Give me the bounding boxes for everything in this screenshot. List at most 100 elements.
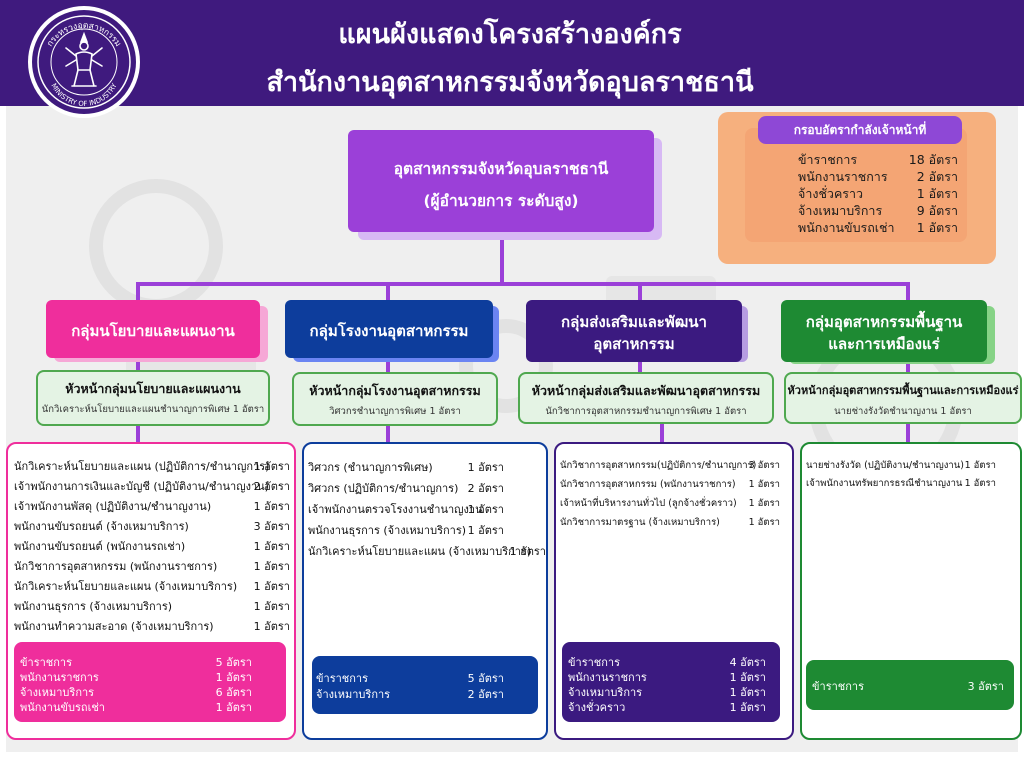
- staff-row: เจ้าหน้าที่บริหารงานทั่วไป (ลูกจ้างชั่วค…: [560, 496, 780, 512]
- staff-row: เจ้าพนักงานพัสดุ (ปฏิบัติงาน/ชำนาญงาน) 1 …: [14, 497, 290, 513]
- staff-count: 1 อัตรา: [467, 524, 504, 537]
- division-label: กลุ่มอุตสาหกรรมพื้นฐาน: [805, 313, 963, 331]
- summary-label: ข้าราชการ: [20, 656, 72, 669]
- staff-position: วิศวกร (ชำนาญการพิเศษ): [308, 461, 433, 474]
- staff-position: พนักงานธุรการ (จ้างเหมาบริการ): [14, 600, 173, 613]
- staff-count: 2 อัตรา: [253, 480, 290, 493]
- quota-row: จ้างเหมาบริการ 9 อัตรา: [798, 201, 958, 219]
- staff-row: นักวิชาการอุตสาหกรรม (พนักงานราชการ)1 อั…: [560, 477, 780, 493]
- quota-label: ข้าราชการ: [798, 152, 858, 167]
- connector-chief-staff: [386, 426, 390, 444]
- staff-row: นักวิชาการอุตสาหกรรม(ปฏิบัติการ/ชำนาญการ…: [560, 458, 780, 474]
- connector-chief-staff: [136, 426, 140, 444]
- chief-title: หัวหน้ากลุ่มอุตสาหกรรมพื้นฐานและการเหมือ…: [787, 384, 1019, 397]
- staff-count: 3 อัตรา: [748, 460, 780, 471]
- summary-row: พนักงานขับรถเช่า 1 อัตรา: [20, 698, 252, 714]
- chief-title: หัวหน้ากลุ่มโรงงานอุตสาหกรรม: [309, 383, 481, 398]
- staff-position: นักวิชาการมาตรฐาน (จ้างเหมาบริการ): [560, 517, 720, 528]
- staff-count: 1 อัตรา: [253, 560, 290, 573]
- staff-row: พนักงานธุรการ (จ้างเหมาบริการ)1 อัตรา: [308, 521, 538, 537]
- summary-value: 1 อัตรา: [215, 701, 252, 714]
- connector-drop: [906, 282, 910, 304]
- summary-label: พนักงานขับรถเช่า: [20, 701, 105, 714]
- staff-quota-list: [745, 128, 967, 242]
- staff-row: นักวิชาการมาตรฐาน (จ้างเหมาบริการ) 1 อัตร…: [560, 515, 780, 531]
- staff-row: เจ้าพนักงานการเงินและบัญชี (ปฏิบัติงาน/ช…: [14, 477, 290, 493]
- chief-position: นักวิชาการอุตสาหกรรมชำนาญการพิเศษ 1 อัตร…: [545, 406, 747, 417]
- connector-division-chief: [136, 358, 140, 372]
- summary-value: 6 อัตรา: [215, 686, 252, 699]
- division-policy-planning: กลุ่มนโยบายและแผนงาน: [46, 300, 260, 358]
- staff-position: วิศวกร (ปฏิบัติการ/ชำนาญการ): [308, 482, 459, 495]
- connector-horizontal-bus: [136, 282, 910, 286]
- staff-row: วิศวกร (ปฏิบัติการ/ชำนาญการ)2 อัตรา: [308, 479, 538, 495]
- staff-count: 1 อัตรา: [467, 503, 504, 516]
- provincial-industry-head-node: อุตสาหกรรมจังหวัดอุบลราชธานี (ผู้อำนวยกา…: [348, 130, 654, 232]
- staff-position: นายช่างรังวัด (ปฏิบัติงาน/ชำนาญงาน): [806, 460, 964, 471]
- division-factory: กลุ่มโรงงานอุตสาหกรรม: [285, 300, 493, 358]
- connector-division-chief: [386, 358, 390, 372]
- staff-row: พนักงานขับรถยนต์ (พนักงานรถเช่า) 1 อัตรา: [14, 537, 290, 553]
- summary-box-factory: [312, 656, 538, 714]
- quota-value: 2 อัตรา: [916, 169, 958, 184]
- connector-division-chief: [638, 358, 642, 372]
- summary-value: 2 อัตรา: [467, 688, 504, 701]
- quota-label: จ้างเหมาบริการ: [798, 203, 883, 218]
- staff-position: พนักงานขับรถยนต์ (พนักงานรถเช่า): [14, 540, 186, 553]
- staff-count: 1 อัตรา: [253, 620, 290, 633]
- division-label: อุตสาหกรรม: [593, 335, 675, 353]
- staff-count: 1 อัตรา: [748, 517, 780, 528]
- staff-position: เจ้าหน้าที่บริหารงานทั่วไป (ลูกจ้างชั่วค…: [560, 498, 737, 509]
- summary-box-policy: [14, 642, 286, 722]
- staff-position: เจ้าพนักงานพัสดุ (ปฏิบัติงาน/ชำนาญงาน): [14, 500, 212, 513]
- quota-row: จ้างชั่วคราว 1 อัตรา: [798, 184, 958, 202]
- page-title-line2: สำนักงานอุตสาหกรรมจังหวัดอุบลราชธานี: [266, 67, 754, 98]
- page-title-line1: แผนผังแสดงโครงสร้างองค์กร: [338, 19, 682, 50]
- summary-value: 5 อัตรา: [467, 672, 504, 685]
- staff-count: 1 อัตรา: [467, 461, 504, 474]
- division-chief-box: หัวหน้ากลุ่มส่งเสริมและพัฒนาอุตสาหกรรม น…: [518, 372, 774, 424]
- connector-chief-staff: [660, 424, 664, 444]
- staff-position: นักวิชาการอุตสาหกรรม(ปฏิบัติการ/ชำนาญการ…: [560, 460, 757, 471]
- quota-label: พนักงานขับรถเช่า: [798, 220, 895, 235]
- staff-count: 1 อัตรา: [253, 500, 290, 513]
- staff-count: 1 อัตรา: [253, 540, 290, 553]
- staff-row: พนักงานทำความสะอาด (จ้างเหมาบริการ)1 อัต…: [14, 617, 290, 633]
- quota-row: ข้าราชการ 18 อัตรา: [798, 150, 958, 168]
- division-chief-box: หัวหน้ากลุ่มนโยบายและแผนงาน นักวิเคราะห์…: [36, 370, 270, 426]
- staff-row: นักวิชาการอุตสาหกรรม (พนักงานราชการ) 1 อั…: [14, 557, 290, 573]
- staff-position: นักวิชาการอุตสาหกรรม (พนักงานราชการ): [14, 560, 218, 573]
- summary-label: จ้างเหมาบริการ: [20, 686, 95, 699]
- division-basic-industry-mining: กลุ่มอุตสาหกรรมพื้นฐาน และการเหมืองแร่: [781, 300, 987, 362]
- staff-position: นักวิเคราะห์นโยบายและแผน (จ้างเหมาบริการ…: [14, 580, 238, 593]
- staff-position: นักวิชาการอุตสาหกรรม (พนักงานราชการ): [560, 479, 736, 490]
- staff-position: นักวิเคราะห์นโยบายและแผน (ปฏิบัติการ/ชำน…: [14, 460, 270, 473]
- staff-row: นักวิเคราะห์นโยบายและแผน (ปฏิบัติการ/ชำน…: [14, 457, 290, 473]
- head-title: อุตสาหกรรมจังหวัดอุบลราชธานี: [393, 160, 609, 178]
- staff-position: นักวิเคราะห์นโยบายและแผน (จ้างเหมาบริการ…: [308, 545, 532, 558]
- header-banner: [0, 0, 1024, 106]
- summary-label: พนักงานราชการ: [568, 671, 647, 684]
- chief-position: นักวิเคราะห์นโยบายและแผนชำนาญการพิเศษ 1 …: [41, 404, 265, 415]
- connector-drop: [136, 282, 140, 304]
- quota-value: 9 อัตรา: [916, 203, 958, 218]
- staff-position: เจ้าพนักงานตรวจโรงงานชำนาญงาน: [308, 503, 483, 516]
- chief-title: หัวหน้ากลุ่มนโยบายและแผนงาน: [65, 381, 241, 396]
- summary-value: 5 อัตรา: [215, 656, 252, 669]
- ministry-seal-icon: กระทรวงอุตสาหกรรม MINISTRY OF INDUSTRY: [28, 6, 140, 118]
- summary-row: พนักงานราชการ 1 อัตรา: [568, 668, 766, 684]
- head-subtitle: (ผู้อำนวยการ ระดับสูง): [423, 192, 579, 210]
- summary-row: ข้าราชการ 5 อัตรา: [20, 653, 252, 669]
- staff-row: นายช่างรังวัด (ปฏิบัติงาน/ชำนาญงาน)1 อัต…: [806, 458, 996, 474]
- quota-label: จ้างชั่วคราว: [798, 186, 864, 201]
- staff-position: พนักงานธุรการ (จ้างเหมาบริการ): [308, 524, 467, 537]
- connector-drop: [638, 282, 642, 304]
- summary-value: 1 อัตรา: [729, 671, 766, 684]
- staff-row: พนักงานธุรการ (จ้างเหมาบริการ)1 อัตรา: [14, 597, 290, 613]
- chief-position: นายช่างรังวัดชำนาญงาน 1 อัตรา: [834, 406, 972, 417]
